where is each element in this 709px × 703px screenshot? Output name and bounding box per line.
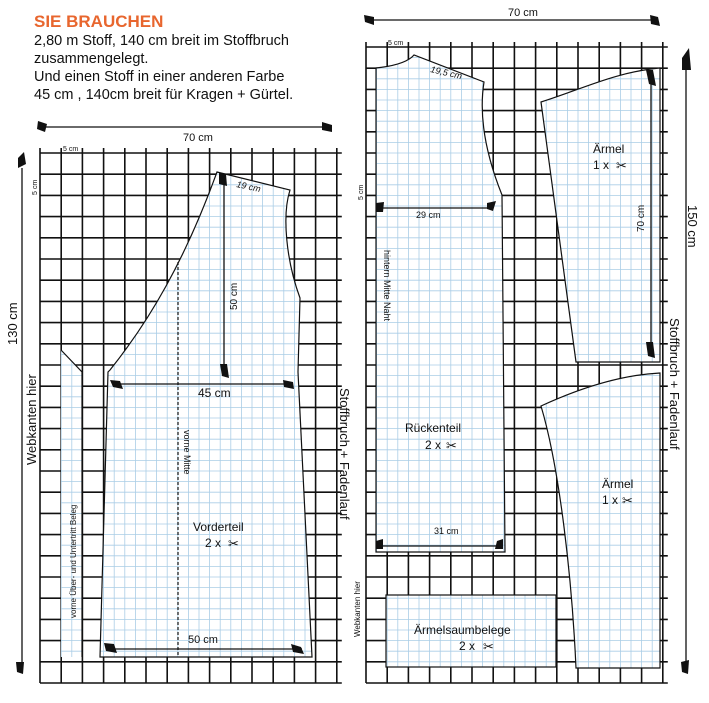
arrow-marker-icon (495, 539, 503, 549)
right-cell-label-y: 5 cm (358, 185, 365, 200)
left-cell-label-x: 5 cm (63, 146, 78, 153)
right-fold-label: Stoffbruch + Fadenlauf (667, 318, 682, 450)
arrow-marker-icon (37, 121, 47, 132)
front-hem-measure: 50 cm (188, 634, 218, 646)
vorderteil-count: 2 x (205, 536, 221, 550)
scissors-icon: ✂ (446, 438, 457, 453)
scissors-icon: ✂ (228, 536, 239, 551)
right-selvage-label: Webkanten hier (353, 581, 362, 637)
header-title: SIE BRAUCHEN (34, 12, 164, 31)
beleg-outline (60, 349, 83, 657)
aermel-bottom-outline (540, 372, 661, 669)
arrow-marker-icon (219, 173, 227, 186)
arrow-marker-icon (104, 643, 117, 653)
left-height-label: 130 cm (5, 302, 20, 345)
measure-lines (21, 19, 687, 665)
aermel-top-name: Ärmel (593, 142, 624, 156)
rueckenteil-count: 2 x (425, 438, 441, 452)
arrow-marker-icon (646, 70, 656, 86)
arrow-marker-icon (681, 660, 689, 674)
vorderteil-outline (99, 171, 313, 658)
vorderteil-name: Vorderteil (193, 520, 244, 534)
arrow-marker-icon (682, 48, 691, 70)
back-seam-label: hintern Mitte Naht (382, 250, 392, 322)
left-width-label: 70 cm (183, 132, 213, 144)
left-fold-label: Stoffbruch + Fadenlauf (337, 388, 352, 520)
front-chest-measure: 45 cm (198, 386, 231, 400)
arrow-marker-icon (646, 342, 655, 358)
arrow-marker-icon (487, 201, 496, 211)
right-width-label: 70 cm (508, 7, 538, 19)
aermelsaumbelege-count: 2 x (459, 639, 475, 653)
arrow-marker-icon (110, 380, 123, 389)
arrow-marker-icon (364, 15, 374, 25)
arrow-marker-icon (18, 152, 26, 168)
header-line: Und einen Stoff in einer anderen Farbe (34, 69, 285, 85)
aermel-top-count: 1 x (593, 158, 609, 172)
arrow-marker-icon (291, 644, 304, 654)
arrow-marker-icon (283, 380, 294, 389)
aermel-bottom-count: 1 x (602, 493, 618, 507)
rueckenteil-outline (375, 54, 506, 553)
header-line: 45 cm , 140cm breit für Kragen + Gürtel. (34, 87, 294, 103)
arrow-marker-icon (220, 364, 229, 378)
arrow-marker-icon (376, 539, 383, 549)
right-height-label: 150 cm (685, 205, 700, 248)
aermelsaumbelege-name: Ärmelsaumbelege (414, 623, 511, 637)
scissors-icon: ✂ (483, 639, 494, 654)
center-label: vorne Mitte (182, 430, 192, 475)
header-line: 2,80 m Stoff, 140 cm breit im Stoffbruch (34, 33, 289, 49)
piece-outlines (60, 54, 661, 669)
arrow-marker-icon (16, 662, 24, 674)
arrow-marker-icon (322, 122, 332, 132)
aermelsaumbelege-outline (385, 594, 557, 668)
scissors-icon: ✂ (622, 493, 633, 508)
rueckenteil-name: Rückenteil (405, 421, 461, 435)
left-selvage-label: Webkanten hier (24, 374, 39, 465)
back-chest-measure: 29 cm (416, 210, 441, 220)
arrow-marker-icon (376, 202, 384, 212)
materials-header: SIE BRAUCHEN 2,80 m Stoff, 140 cm breit … (34, 12, 293, 104)
right-cell-label-x: 5 cm (388, 40, 403, 47)
sleeve-length-measure: 70 cm (636, 205, 647, 232)
back-hem-measure: 31 cm (434, 526, 459, 536)
left-cell-label-y: 5 cm (32, 180, 39, 195)
arrow-marker-icon (650, 15, 660, 26)
facing-label: vorne Über- und Untertritt Beleg (69, 505, 78, 618)
scissors-icon: ✂ (616, 158, 627, 173)
arrow-markers (16, 15, 691, 674)
aermel-bottom-name: Ärmel (602, 477, 633, 491)
header-line: zusammengelegt. (34, 51, 149, 67)
front-length-measure: 50 cm (229, 283, 240, 310)
aermel-top-outline (540, 67, 661, 363)
